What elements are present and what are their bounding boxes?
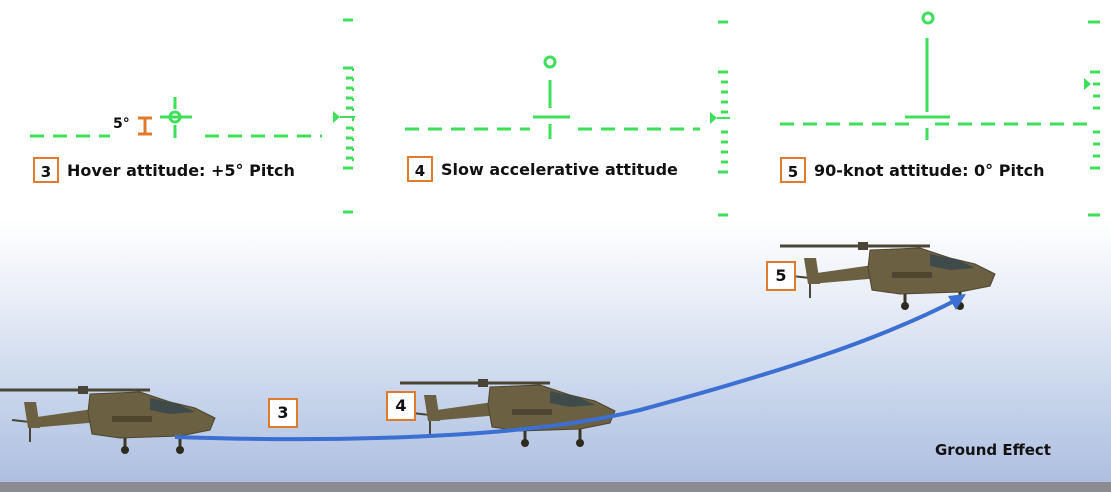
helicopter-hover <box>0 384 217 456</box>
flight-path-marker <box>168 110 182 124</box>
flight-marker-4: 4 <box>386 391 416 421</box>
flight-path-marker <box>921 11 935 25</box>
caption-text: Slow accelerative attitude <box>441 159 678 179</box>
step-badge: 4 <box>407 156 433 182</box>
caption-text: 90-knot attitude: 0° Pitch <box>814 160 1045 180</box>
pitch-label: 5° <box>113 116 130 132</box>
hud-hover-attitude <box>30 18 355 214</box>
flight-marker-5: 5 <box>766 261 796 291</box>
caption-90-knot-attitude: 5 90-knot attitude: 0° Pitch <box>780 157 1044 183</box>
ground-strip <box>0 482 1111 492</box>
flight-path-marker <box>543 55 557 69</box>
step-badge: 5 <box>780 157 806 183</box>
pitch-indicator-bracket <box>138 116 152 136</box>
marker-badge: 5 <box>766 261 796 291</box>
caption-slow-accelerative-attitude: 4 Slow accelerative attitude <box>407 156 678 182</box>
marker-badge: 4 <box>386 391 416 421</box>
flight-path-line <box>174 296 961 442</box>
flight-path-arrowhead <box>948 294 966 310</box>
flight-marker-3: 3 <box>268 398 298 428</box>
caption-hover-attitude: 3 Hover attitude: +5° Pitch <box>33 157 295 183</box>
ground-effect-label: Ground Effect <box>935 441 1051 459</box>
marker-badge: 3 <box>268 398 298 428</box>
helicopter-90-knot <box>778 240 997 312</box>
step-badge: 3 <box>33 157 59 183</box>
hud-slow-accelerative-attitude <box>405 20 730 217</box>
caption-text: Hover attitude: +5° Pitch <box>67 160 295 180</box>
hud-90-knot-attitude <box>780 11 1100 217</box>
